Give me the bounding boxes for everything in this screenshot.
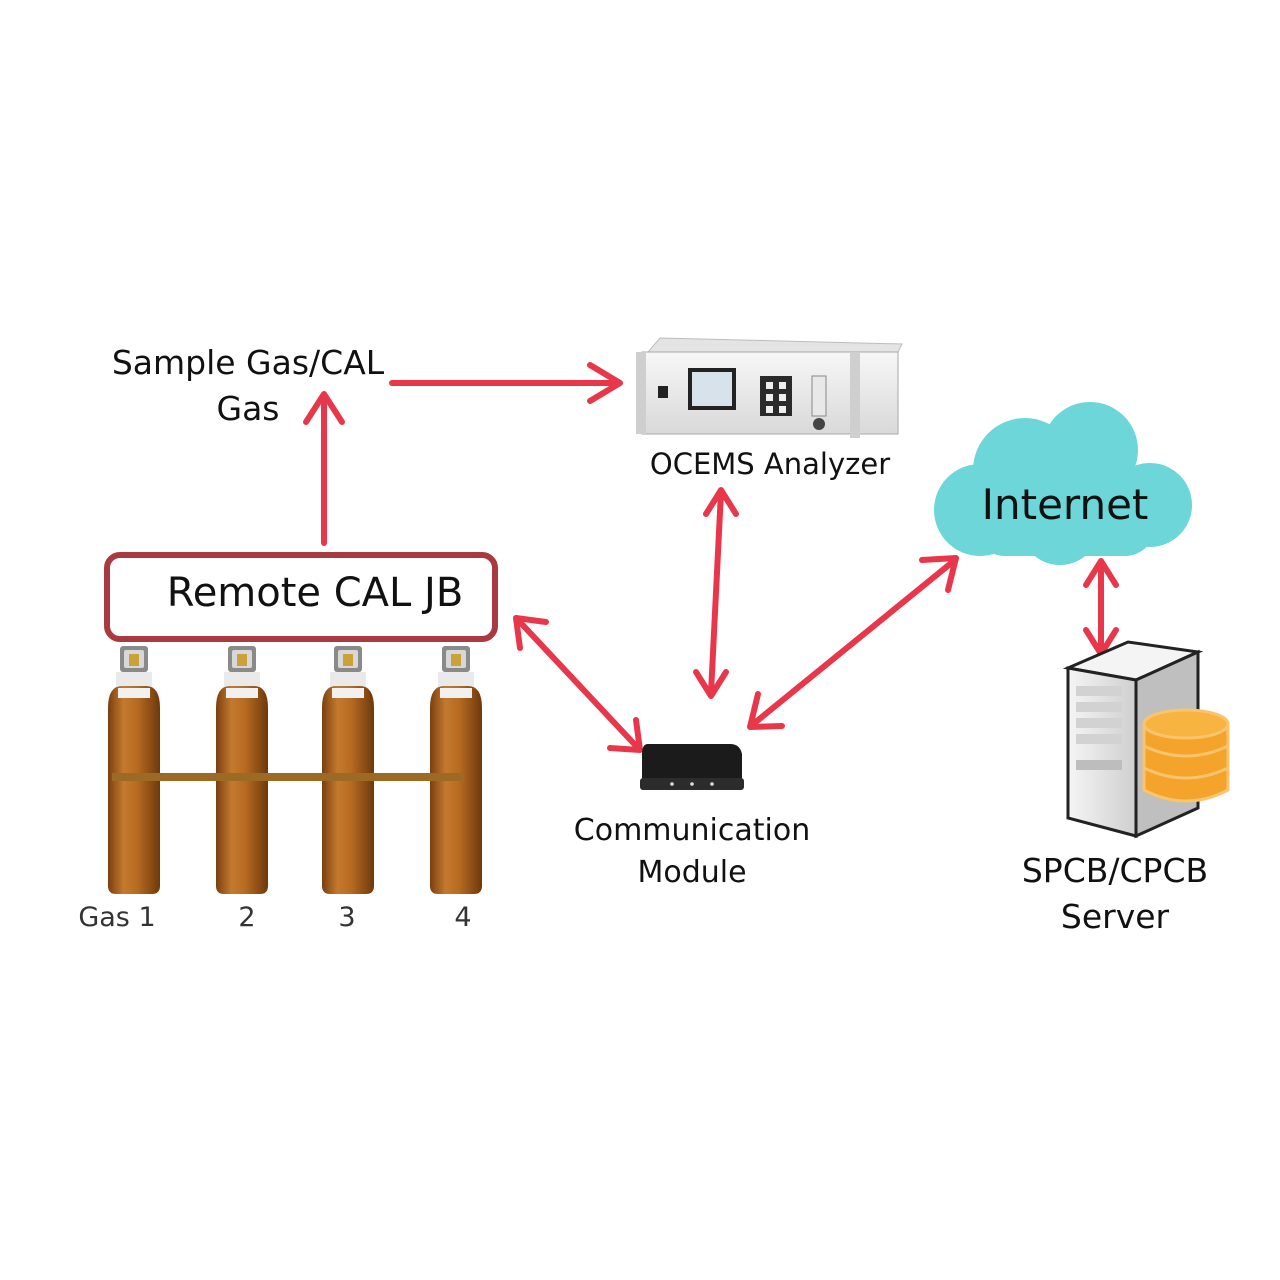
gas-cylinder-icon	[322, 646, 374, 894]
cloud-icon	[934, 402, 1192, 565]
arrowhead-internet-bottom	[1083, 558, 1119, 588]
cylinder-rack-bar	[112, 773, 464, 781]
arrow-caljb-comm	[515, 617, 641, 751]
server-line2: Server	[1060, 897, 1170, 937]
server-line1: SPCB/CPCB	[1021, 851, 1209, 890]
arrow-analyzer-comm	[708, 489, 724, 696]
cylinder-label-2: 2	[238, 902, 256, 933]
gas-cylinders	[108, 646, 482, 894]
arrowhead-analyzer-top	[703, 487, 739, 517]
communication-line2: Module	[637, 855, 747, 890]
arrowhead-internet	[919, 555, 959, 593]
cylinder-label-3: 3	[338, 902, 356, 933]
gas-cylinder-icon	[108, 646, 160, 894]
cylinder-label-4: 4	[454, 902, 472, 933]
sample-gas-line2: Gas	[216, 389, 280, 429]
arrowhead-sample	[303, 391, 345, 425]
arrow-comm-internet	[749, 557, 958, 728]
cylinder-label-1: Gas 1	[78, 902, 156, 933]
internet-label: Internet	[981, 480, 1149, 529]
arrowhead-analyzer	[587, 362, 623, 404]
communication-line1: Communication	[573, 813, 811, 848]
gas-cylinder-icon	[430, 646, 482, 894]
gas-cylinder-icon	[216, 646, 268, 894]
arrowhead-comm-right	[747, 691, 785, 730]
server-label: SPCB/CPCB Server	[990, 848, 1240, 940]
arrowhead-caljb	[513, 615, 549, 651]
database-icon	[1142, 708, 1230, 803]
sample-gas-line1: Sample Gas/CAL	[111, 343, 385, 382]
arrowhead-comm-left	[607, 717, 643, 753]
communication-module-label: Communication Module	[540, 810, 844, 894]
arrows	[303, 362, 1119, 753]
remote-cal-jb-label: Remote CAL JB	[166, 570, 464, 616]
analyzer-icon	[636, 337, 903, 438]
arrowhead-comm-top	[693, 669, 729, 699]
sample-gas-label: Sample Gas/CAL Gas	[100, 340, 396, 432]
router-icon	[640, 744, 744, 790]
remote-cal-jb-box: Remote CAL JB	[104, 552, 498, 642]
ocems-analyzer-label: OCEMS Analyzer	[649, 447, 891, 481]
